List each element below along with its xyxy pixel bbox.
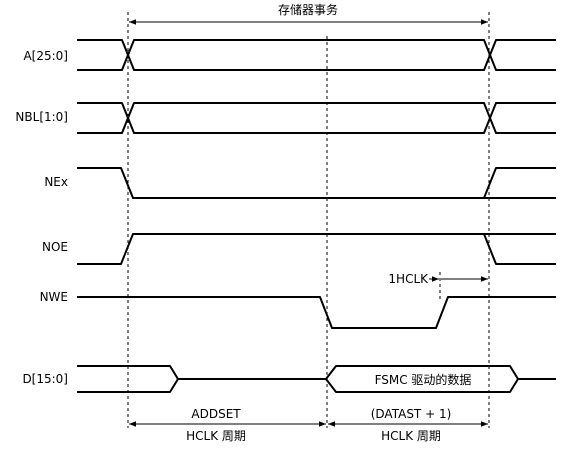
hclk-label: 1HCLK	[388, 272, 429, 286]
guide-lines	[127, 12, 490, 428]
addset-label-line1: ADDSET	[191, 407, 241, 421]
transaction-label: 存储器事务	[278, 2, 338, 17]
wave-addr	[77, 39, 556, 71]
signal-label-data: D[15:0]	[22, 372, 68, 386]
signal-label-noe: NOE	[42, 240, 68, 254]
wave-nwe	[77, 296, 556, 329]
signal-label-nwe: NWE	[40, 290, 68, 304]
wave-noe	[77, 233, 556, 265]
wave-nbl	[77, 102, 556, 134]
datast-label-line1: (DATAST + 1)	[371, 407, 452, 421]
datast-label-line2: HCLK 周期	[381, 429, 441, 443]
wave-data	[77, 365, 556, 393]
signal-labels: A[25:0] NBL[1:0] NEx NOE NWE D[15:0]	[15, 49, 68, 386]
addset-label-line2: HCLK 周期	[186, 429, 246, 443]
wave-nex	[77, 167, 556, 199]
signal-label-nbl: NBL[1:0]	[15, 110, 68, 124]
signal-label-nex: NEx	[44, 175, 68, 189]
data-label: FSMC 驱动的数据	[375, 372, 472, 387]
signal-label-addr: A[25:0]	[23, 49, 68, 63]
